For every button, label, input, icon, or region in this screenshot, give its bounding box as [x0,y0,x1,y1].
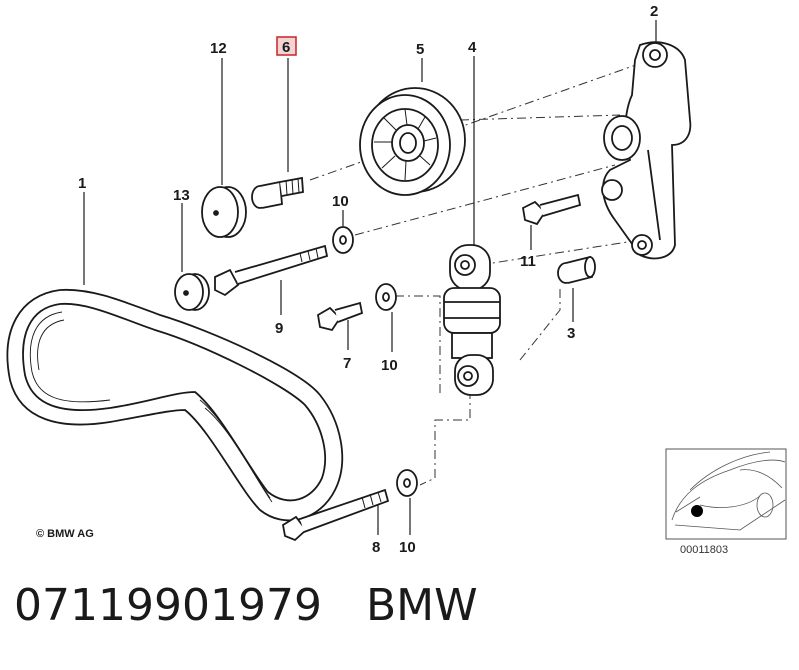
part-2-tensioner-bracket [601,41,692,260]
brand-name: BMW [365,580,478,631]
part-number: 07119901979 [14,580,322,631]
part-9-long-bolt [214,244,329,297]
callout-labels: 1 2 3 4 5 6 7 8 9 10 10 10 11 12 13 [78,3,658,556]
copyright-text: © BMW AG [36,528,94,540]
part-8-long-bolt [282,488,390,542]
highlight-box-part-6 [276,36,297,56]
part-6-bolt [251,176,304,209]
callout-11: 11 [520,253,536,270]
callout-10-bottom: 10 [399,539,416,556]
part-1-ribbed-belt [6,288,344,522]
callout-1: 1 [78,175,86,192]
callout-7: 7 [343,355,351,372]
callout-2: 2 [650,3,658,20]
part-4-tensioner-damper [443,244,501,396]
callout-5: 5 [416,41,424,58]
callout-8: 8 [372,539,380,556]
part-10-washers [332,226,418,497]
callout-4: 4 [468,39,477,56]
leader-lines [83,20,657,535]
part-11-bolt [522,193,582,226]
callout-9: 9 [275,320,283,337]
callout-13: 13 [173,187,190,204]
location-marker [691,505,703,517]
footer-label: 07119901979 BMW [14,580,478,631]
callout-6: 6 [282,39,290,56]
callout-10-top: 10 [332,193,349,210]
part-3-sleeve [557,255,596,284]
callout-12: 12 [210,40,227,57]
part-13-cap [174,273,210,311]
part-12-cap [201,186,247,238]
inset-reference-code: 00011803 [680,544,728,556]
callout-3: 3 [567,325,575,342]
car-locator-inset: 00011803 [665,448,787,556]
callout-10-middle: 10 [381,357,398,374]
part-7-bolt [317,301,364,332]
part-5-pulley [359,87,466,196]
